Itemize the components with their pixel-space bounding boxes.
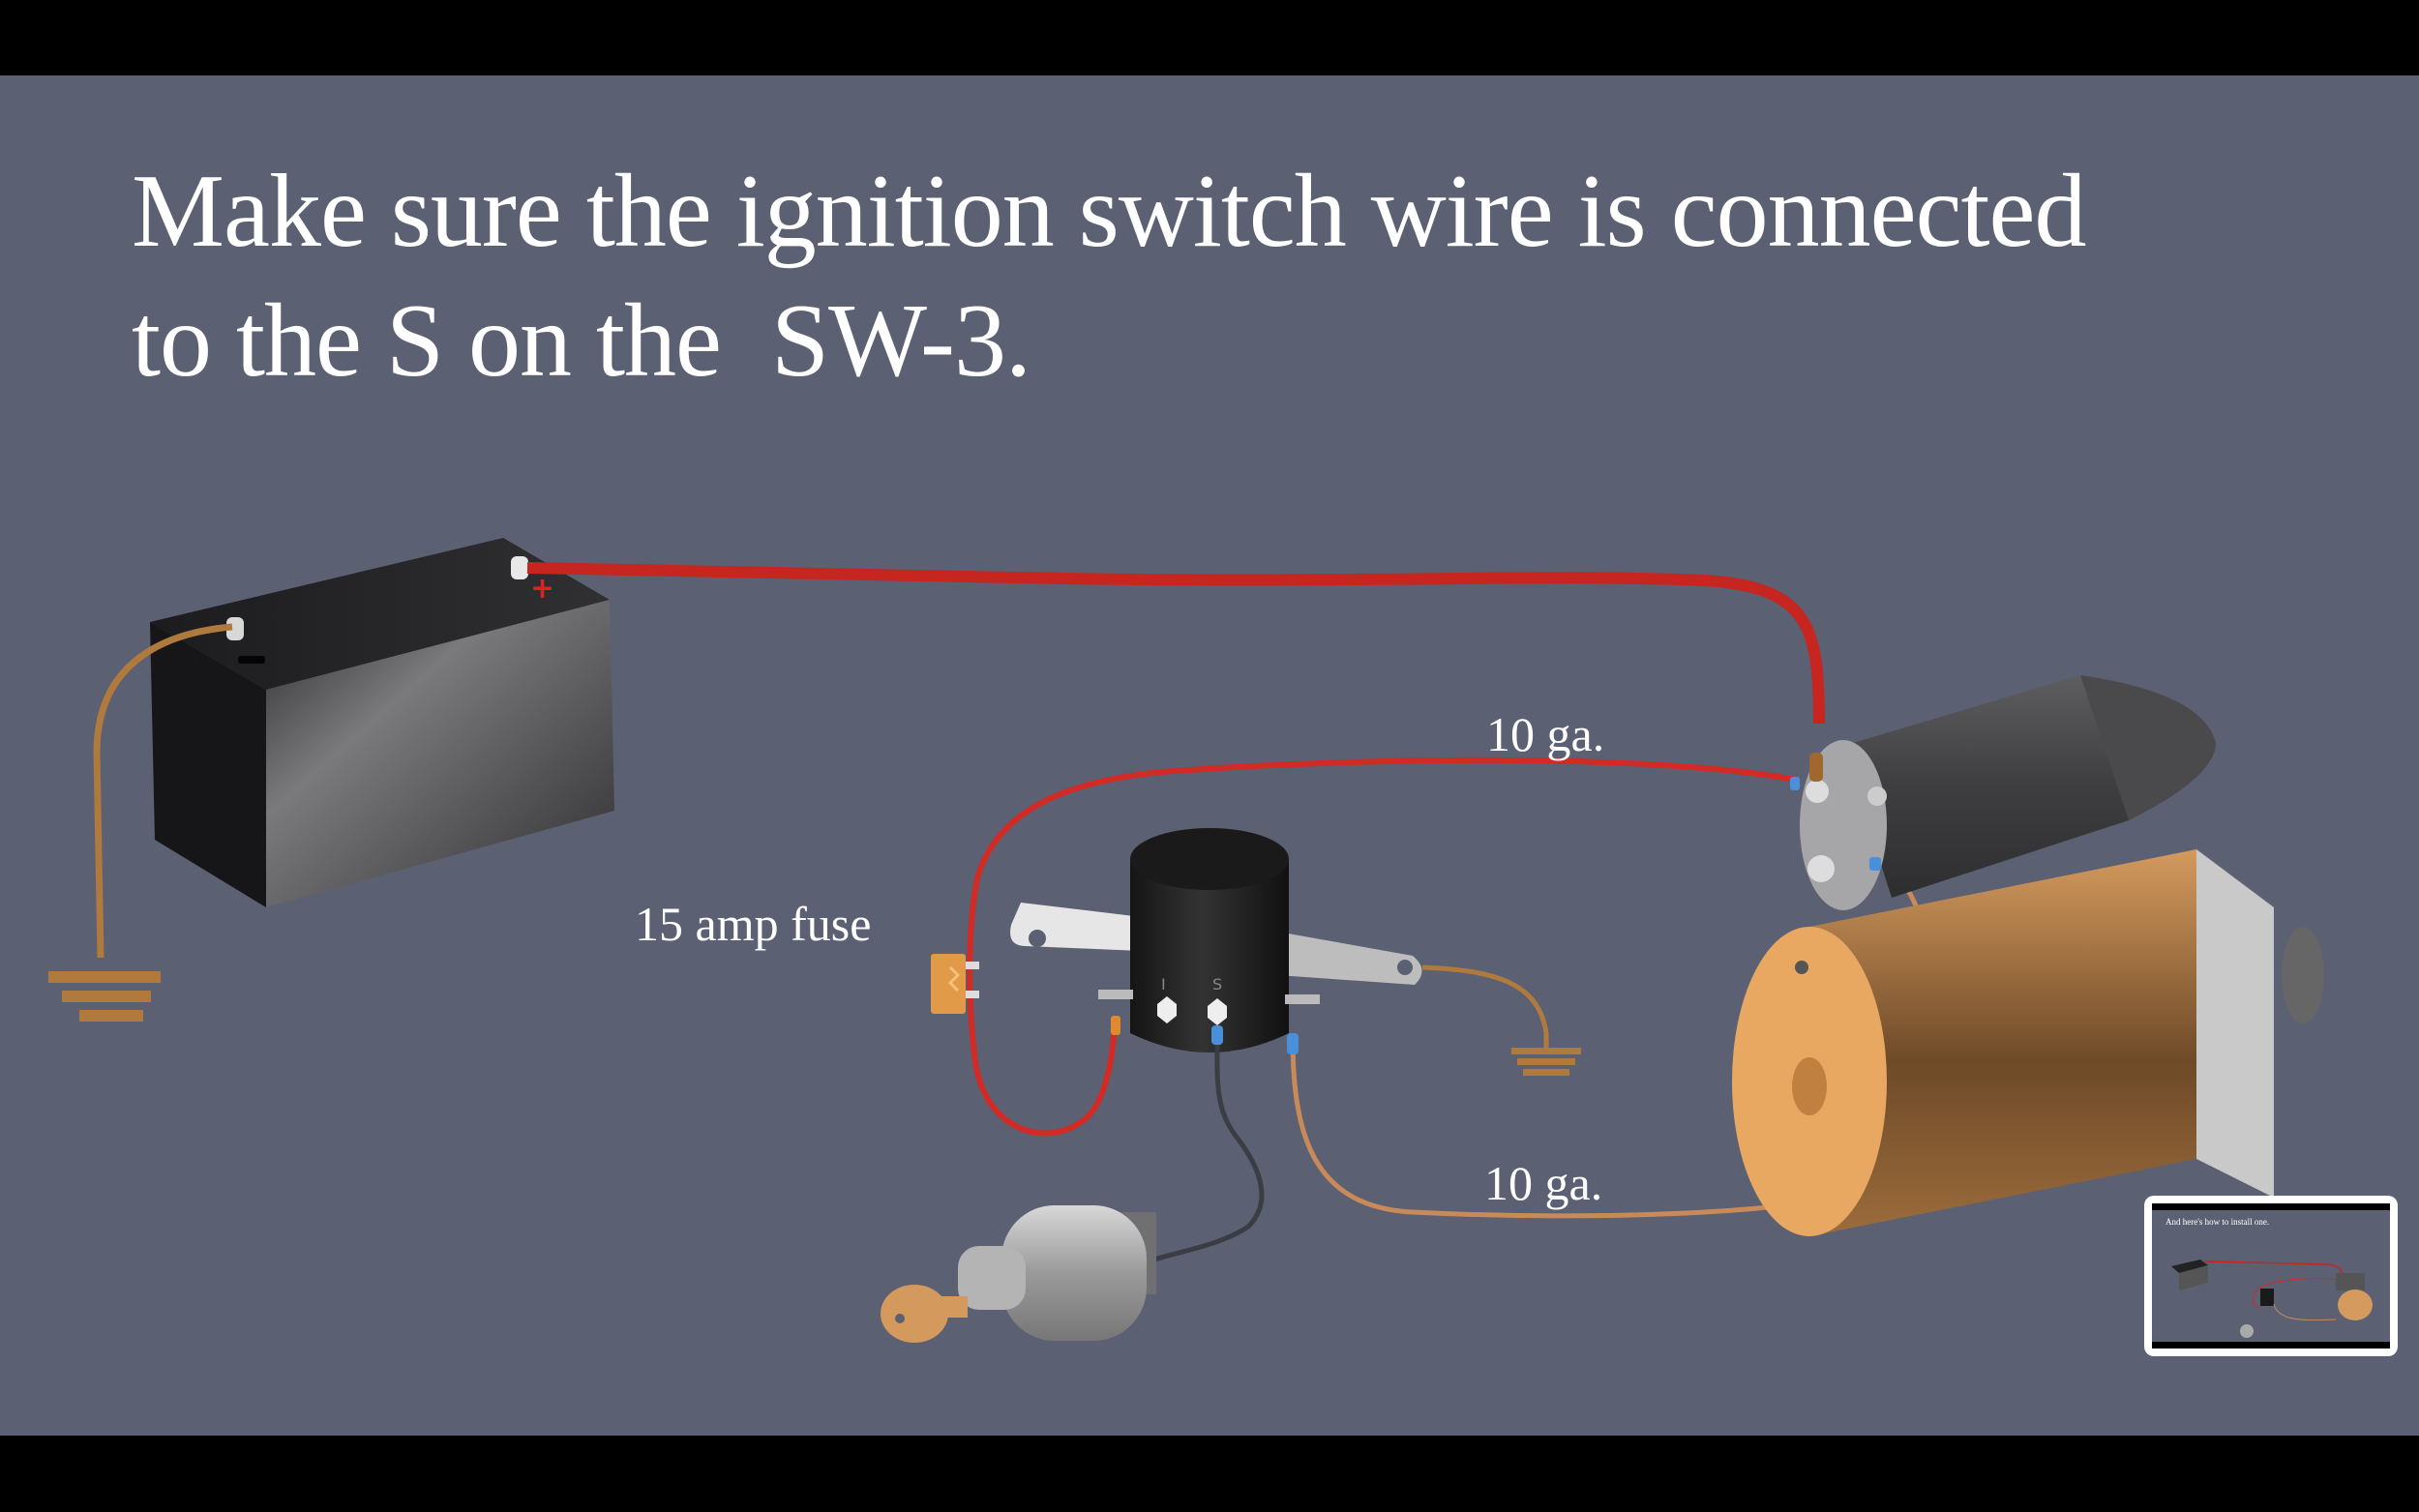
title-line-2: to the S on the SW-3. (132, 283, 1031, 399)
solenoid-mount-left (1010, 903, 1142, 951)
solenoid-terminal-i-label: I (1161, 975, 1166, 993)
thumbnail-caption: And here's how to install one. (2165, 1217, 2270, 1227)
starter-motor (1732, 849, 2324, 1236)
battery-vent (238, 656, 265, 664)
battery: + (150, 538, 614, 907)
slide-title: Make sure the ignition switch wire is co… (132, 147, 2357, 406)
solenoid-right-connector (1287, 1033, 1299, 1054)
fuse-label: 15 amp fuse (635, 897, 872, 951)
slide: Make sure the ignition switch wire is co… (0, 75, 2419, 1436)
wire-gauge-label-top: 10 ga. (1486, 707, 1605, 761)
s-terminal-connector (1211, 1025, 1223, 1045)
video-letterbox-top (0, 0, 2419, 75)
solenoid-top (1130, 828, 1289, 890)
ignition-switch-wire (1150, 1027, 1265, 1263)
battery-negative-terminal (226, 617, 244, 640)
solenoid-terminal-s-label: S (1212, 975, 1222, 993)
battery-top (150, 538, 610, 690)
thumbnail-diagram (2171, 1260, 2373, 1338)
solenoid-sw3: I S (1010, 828, 1422, 1052)
next-slide-thumbnail[interactable]: And here's how to install one. (2144, 1196, 2398, 1356)
fuse (931, 954, 979, 1014)
battery-positive-cable (526, 562, 1825, 725)
video-letterbox-bottom (0, 1436, 2419, 1512)
fused-red-wire (967, 756, 1797, 1137)
battery-side (150, 622, 266, 907)
wiring-diagram: + I S (48, 538, 2324, 1343)
battery-positive-symbol: + (530, 572, 554, 606)
thumbnail-preview: And here's how to install one. (2152, 1203, 2390, 1349)
battery-front (266, 600, 614, 907)
solenoid-ground-wire (1421, 964, 1549, 1048)
starter-solenoid (1790, 675, 2216, 910)
battery-ground-wire (93, 623, 233, 959)
solenoid-terminal-s-nut (1208, 998, 1227, 1025)
ground-symbol-solenoid (1511, 1048, 1581, 1076)
solenoid-mount-right (1277, 932, 1422, 985)
battery-positive-terminal (511, 556, 528, 579)
title-line-1: Make sure the ignition switch wire is co… (132, 154, 2086, 269)
ground-symbol-battery (48, 971, 161, 1022)
wire-gauge-label-bottom: 10 ga. (1484, 1156, 1603, 1210)
solenoid-left-connector (1111, 1016, 1120, 1035)
ignition-key-switch (881, 1205, 1156, 1343)
solenoid-terminal-i-nut (1157, 996, 1177, 1023)
